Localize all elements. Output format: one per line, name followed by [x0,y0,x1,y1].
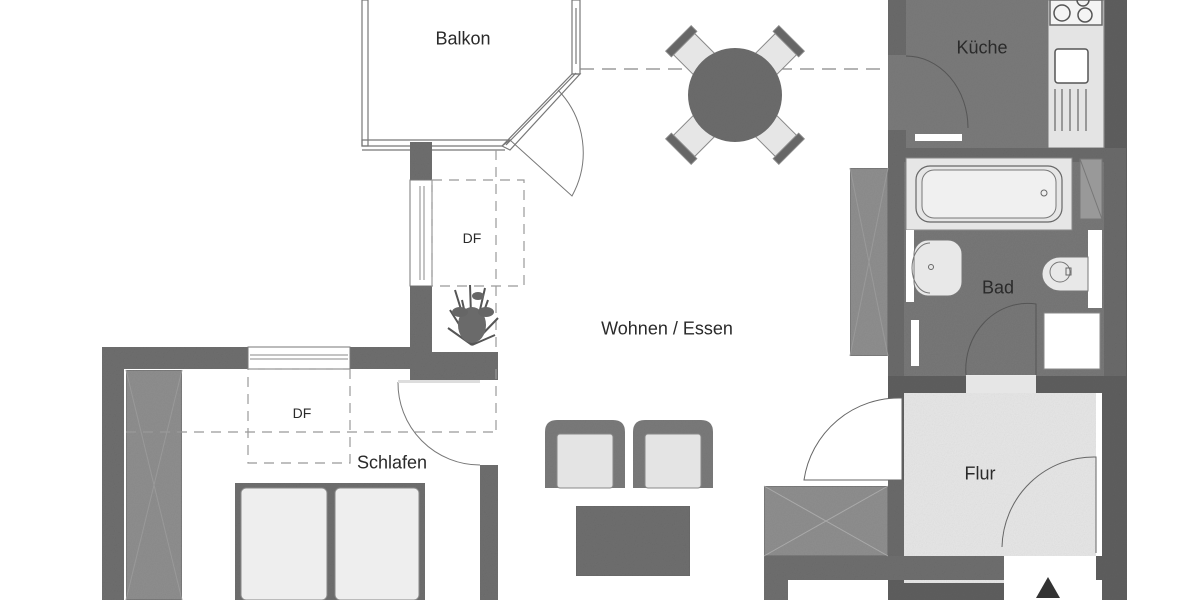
armchairs [545,420,713,489]
bathroom [888,148,1126,392]
hallway [764,376,1126,600]
hallway-door-swing [803,397,903,481]
balcony [361,0,582,151]
dining-table [688,48,782,142]
balcony-door-swing [509,89,584,197]
entrance-door-swing [1001,456,1097,553]
df-label-living: DF [462,230,482,246]
kitchen-door-swing [905,55,969,129]
wall-cabinet-living [849,167,889,357]
room-label-balkon: Balkon [435,28,491,49]
room-label-kueche: Küche [956,37,1008,58]
plant-icon [447,284,499,346]
wardrobe [125,369,183,600]
room-label-flur: Flur [964,463,996,484]
room-label-bad: Bad [981,277,1015,298]
coffee-table [575,505,691,577]
room-label-wohnen: Wohnen / Essen [601,318,733,339]
hallway-cabinet [763,480,904,557]
wall-west-living [409,142,498,380]
room-label-schlafen: Schlafen [356,452,428,473]
double-bed [235,483,425,600]
entrance-marker-icon [1036,577,1060,598]
df-box-bedroom [126,368,498,464]
df-label-bedroom: DF [292,405,312,421]
df-box-living [431,150,525,352]
bathroom-door-swing [965,302,1037,376]
dining-set [664,24,806,166]
